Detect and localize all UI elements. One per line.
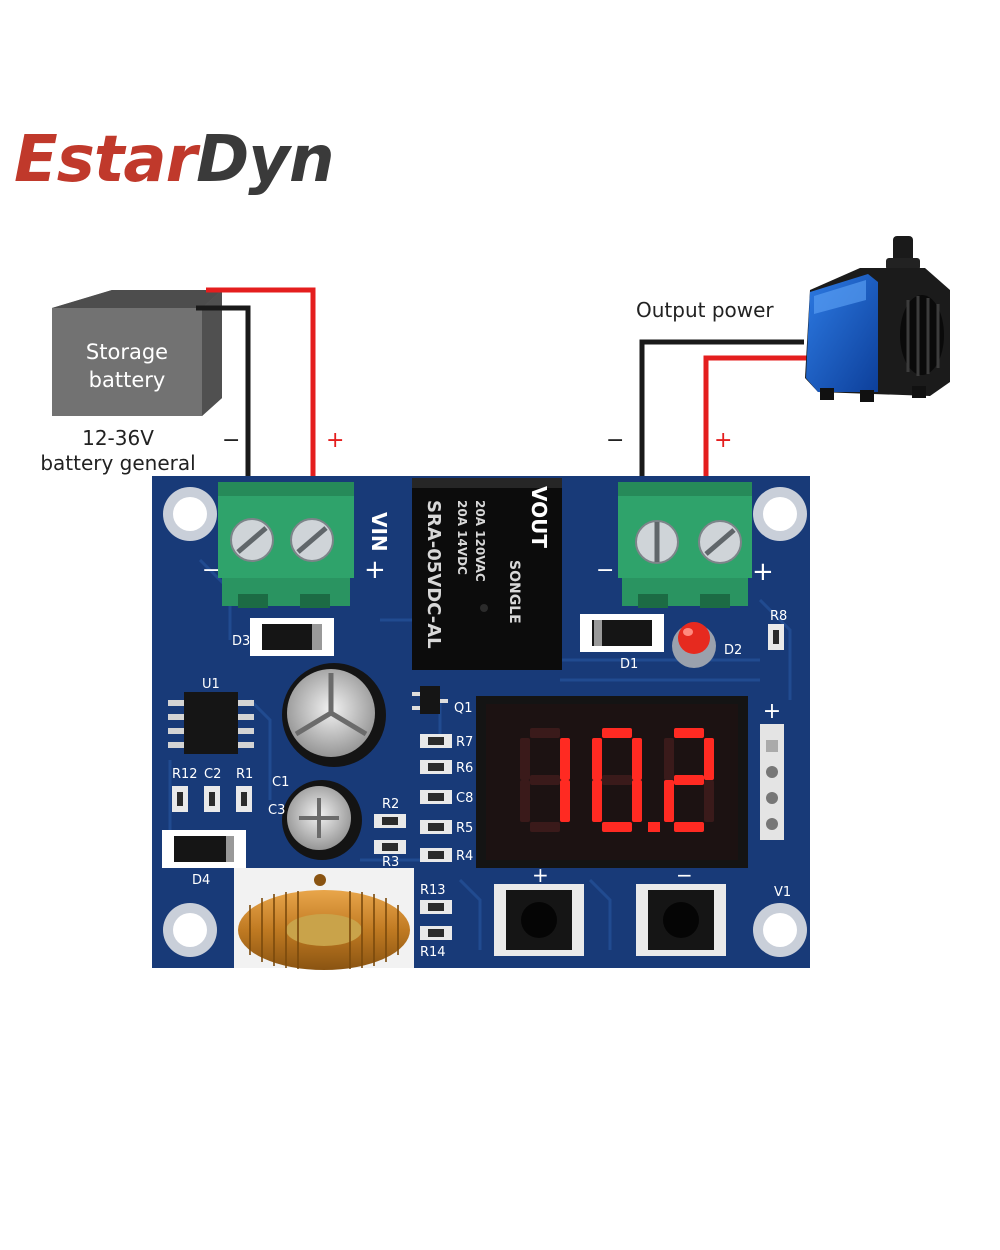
decimal-point	[648, 822, 660, 832]
digit-3-segment-f	[664, 738, 674, 780]
vout-plus-mark: +	[752, 557, 774, 587]
vin-plus-mark: +	[364, 555, 386, 585]
brand-logo: EstarDyn	[14, 128, 335, 192]
digit-1-segment-g	[530, 775, 560, 785]
label-r8: R8	[770, 609, 787, 624]
vout-label: VOUT	[527, 486, 551, 548]
battery-voltage: 12-36V battery general	[38, 426, 198, 476]
button-plus[interactable]	[494, 884, 584, 956]
output-plus-mark: +	[714, 428, 733, 453]
digit-2-segment-d	[602, 822, 632, 832]
pcb-board: +	[152, 476, 810, 970]
label-r7: R7	[456, 735, 473, 750]
label-r5: R5	[456, 821, 473, 836]
output-power-label: Output power	[636, 298, 774, 322]
pin-header: +	[760, 699, 784, 840]
diode-d3	[250, 618, 334, 656]
button-minus-label: −	[676, 863, 693, 887]
battery-voltage-line2: battery general	[40, 451, 196, 475]
pcb-labels: VIN VOUT + + D3 D1 D2 D4 R8 U1 Q1 R12 C2…	[172, 486, 791, 960]
label-r12: R12	[172, 767, 198, 782]
capacitor-c1	[282, 663, 386, 767]
input-terminal-block	[218, 482, 354, 608]
relay-model: SRA-05VDC-AL	[423, 500, 444, 649]
battery-label: Storage battery	[52, 338, 202, 394]
label-d4: D4	[192, 873, 210, 888]
label-q1: Q1	[454, 701, 473, 716]
digit-2-segment-c	[632, 780, 642, 822]
label-c3: C3	[268, 803, 285, 818]
button-plus-label: +	[532, 863, 549, 887]
digit-2-segment-b	[632, 738, 642, 780]
digit-3-segment-a	[674, 728, 704, 738]
battery-label-line2: battery	[88, 368, 166, 392]
digit-1-segment-c	[560, 780, 570, 822]
digit-1-segment-f	[520, 738, 530, 780]
digit-3-segment-g	[674, 775, 704, 785]
digit-3-segment-b	[704, 738, 714, 780]
label-r2: R2	[382, 797, 399, 812]
label-d2: D2	[724, 643, 742, 658]
smd-resistor-bodies	[177, 630, 779, 937]
diode-d4	[162, 830, 246, 868]
label-r4: R4	[456, 849, 473, 864]
label-c2: C2	[204, 767, 221, 782]
capacitor-c3	[282, 780, 362, 860]
digit-1-segment-e	[520, 780, 530, 822]
transistor-q1	[412, 686, 448, 714]
digit-2-segment-a	[602, 728, 632, 738]
vout-minus-mark: −	[596, 558, 615, 583]
battery-wires	[196, 287, 316, 478]
digit-1-segment-b	[560, 738, 570, 780]
relay	[412, 478, 562, 670]
label-v1: V1	[774, 885, 791, 900]
digit-2-segment-f	[592, 738, 602, 780]
output-wires	[639, 339, 808, 478]
label-c8: C8	[456, 791, 473, 806]
digit-3-segment-e	[664, 780, 674, 822]
label-d1: D1	[620, 657, 638, 672]
button-minus[interactable]	[636, 884, 726, 956]
digit-1-segment-d	[530, 822, 560, 832]
mounting-holes	[163, 487, 807, 957]
label-r3: R3	[382, 855, 399, 870]
display-segments	[520, 728, 714, 832]
brand-logo-part2: Dyn	[196, 123, 334, 197]
label-r14: R14	[420, 945, 446, 960]
brand-logo-part1: Estar	[14, 123, 197, 197]
label-r6: R6	[456, 761, 473, 776]
digit-2-segment-e	[592, 780, 602, 822]
led-d2	[672, 622, 716, 668]
battery-label-line1: Storage	[85, 340, 169, 364]
diode-d1	[580, 614, 664, 652]
battery-minus-mark: −	[222, 428, 241, 453]
vin-label: VIN	[367, 512, 391, 552]
label-d3: D3	[232, 634, 250, 649]
relay-rating-ac: 20A 120VAC	[473, 500, 487, 582]
chip-u1	[168, 692, 254, 754]
battery-voltage-line1: 12-36V	[82, 426, 154, 450]
output-minus-mark: −	[606, 428, 625, 453]
svg-text:+: +	[763, 699, 781, 724]
label-c1: C1	[272, 775, 289, 790]
label-r13: R13	[420, 883, 446, 898]
digit-3-segment-c	[704, 780, 714, 822]
water-pump-icon	[805, 236, 950, 402]
vin-minus-mark: −	[202, 558, 221, 583]
relay-brand: SONGLE	[506, 560, 522, 624]
digit-1-segment-a	[530, 728, 560, 738]
battery-plus-mark: +	[326, 428, 345, 453]
storage-battery	[52, 290, 222, 416]
relay-rating-dc: 20A 14VDC	[455, 500, 469, 575]
digit-3-segment-d	[674, 822, 704, 832]
label-r1: R1	[236, 767, 253, 782]
label-u1: U1	[202, 677, 220, 692]
relay-markings: SRA-05VDC-AL 20A 14VDC 20A 120VAC SONGLE	[423, 500, 522, 649]
output-terminal-block	[618, 482, 752, 608]
digit-2-segment-g	[602, 775, 632, 785]
inductor-coil	[234, 868, 414, 970]
